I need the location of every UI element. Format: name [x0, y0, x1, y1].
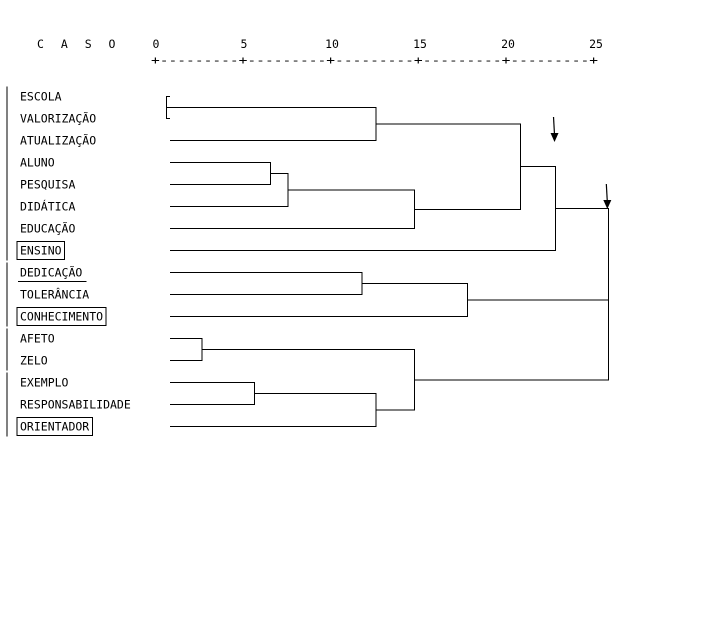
leaf-label: RESPONSABILIDADE — [20, 398, 131, 412]
dendrogram-link — [170, 167, 556, 251]
dendrogram-link — [376, 124, 520, 209]
down-arrow-icon — [554, 117, 555, 135]
scale-tick-label: 5 — [241, 37, 248, 51]
leaf-label: ORIENTADOR — [20, 420, 89, 434]
leaf-label: VALORIZAÇÃO — [20, 111, 96, 126]
scale-tick-label: 15 — [413, 37, 427, 51]
leaf-label: PESQUISA — [20, 178, 75, 192]
arrowhead-icon — [551, 133, 559, 142]
leaf-label: ZELO — [20, 354, 48, 368]
leaf-label: DEDICAÇÃO — [20, 265, 82, 280]
leaf-label: CONHECIMENTO — [20, 310, 103, 324]
scale-ruler: +---------+---------+---------+---------… — [151, 53, 598, 67]
leaf-label: ESCOLA — [20, 90, 62, 104]
dendrogram-link — [170, 273, 362, 295]
dendrogram-link — [170, 190, 415, 229]
dendrogram-link — [202, 350, 415, 411]
dendrogram-link — [468, 209, 609, 300]
dendrogram-link — [170, 284, 468, 317]
arrowhead-icon — [603, 200, 611, 209]
scale-tick-label: 0 — [153, 37, 160, 51]
scale-tick-label: 10 — [325, 37, 339, 51]
leaf-label: EXEMPLO — [20, 376, 69, 390]
leaf-label: ENSINO — [20, 244, 62, 258]
dendrogram-link — [167, 108, 376, 141]
leaf-labels: ESCOLA VALORIZAÇÃO ATUALIZAÇÃO ALUNO PESQUIS… — [17, 90, 131, 436]
case-header: C A S O — [37, 37, 120, 51]
marker-arrows — [551, 117, 612, 209]
scale-tick-label: 20 — [501, 37, 515, 51]
leaf-label: ALUNO — [20, 156, 55, 170]
dendrogram-link — [170, 339, 202, 361]
leaf-label: EDUCAÇÃO — [20, 221, 75, 236]
down-arrow-icon — [606, 184, 607, 202]
leaf-label: ATUALIZAÇÃO — [20, 133, 96, 148]
leaf-label: AFETO — [20, 332, 55, 346]
dendrogram-links — [167, 97, 609, 427]
leaf-label: DIDÁTICA — [20, 199, 75, 214]
scale-tick-label: 25 — [589, 37, 603, 51]
dendrogram-link — [170, 163, 270, 185]
dendrogram-link — [170, 383, 255, 405]
leaf-label: TOLERÂNCIA — [20, 287, 89, 302]
scale-tick-labels: 0 5 10 15 20 25 — [153, 37, 603, 51]
dendrogram-link — [170, 394, 376, 427]
dendrogram-link — [415, 254, 609, 379]
